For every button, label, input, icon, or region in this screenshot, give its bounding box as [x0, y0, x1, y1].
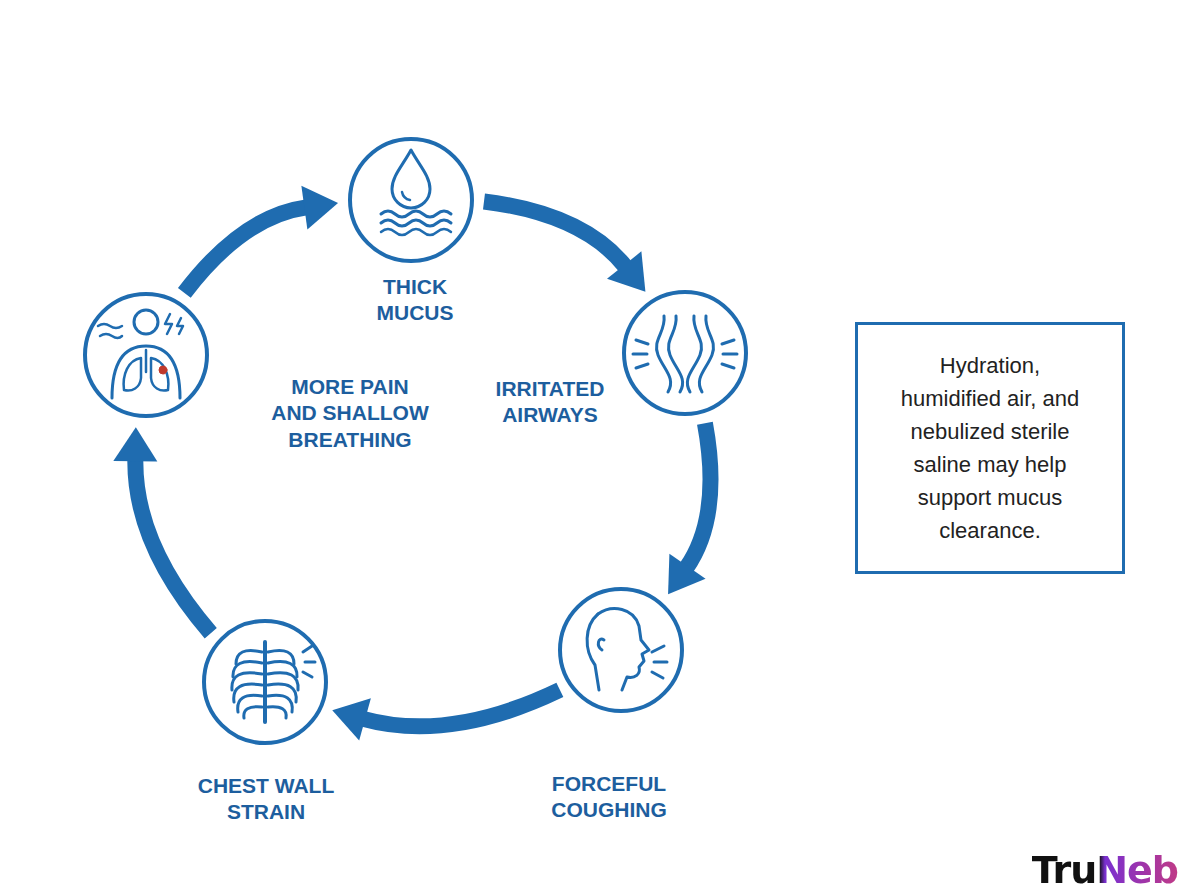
cycle-circle: CHEST WALL STRAIN [202, 619, 328, 745]
arrow-head [668, 554, 705, 594]
cycle-circle: IRRITATED AIRWAYS [622, 290, 748, 416]
cycle-arrow [184, 186, 338, 293]
cycle-arrow [668, 423, 710, 594]
cycle-arrow [484, 202, 645, 292]
arrow-head [113, 427, 157, 461]
arrow-shaft [484, 202, 625, 267]
arrow-head [607, 251, 645, 291]
cycle-circle: THICK MUCUS [348, 137, 474, 263]
cycle-circle: FORCEFUL COUGHING [558, 587, 684, 713]
water-drop-icon [381, 150, 451, 235]
airway-icon [633, 316, 737, 392]
stage-label: IRRITATED AIRWAYS [475, 376, 625, 429]
stage-label: FORCEFUL COUGHING [529, 771, 689, 824]
stage-label: THICK MUCUS [360, 274, 470, 327]
ribcage-icon [232, 642, 315, 722]
person-lungs-icon [98, 310, 183, 398]
brand-logo: TruNeb [1032, 848, 1178, 892]
note-text: Hydration, humidified air, and nebulized… [892, 349, 1088, 547]
arrow-head [301, 186, 338, 230]
arrow-shaft [184, 207, 306, 293]
arrow-head [332, 698, 371, 740]
arrow-shaft [686, 423, 710, 568]
stage-label: MORE PAIN AND SHALLOW BREATHING [268, 374, 433, 453]
cycle-arrow [113, 427, 210, 633]
cough-face-icon [587, 609, 667, 690]
arrow-shaft [135, 459, 210, 633]
arrow-shaft [363, 690, 560, 726]
stage-label: CHEST WALL STRAIN [181, 773, 351, 826]
note-box: Hydration, humidified air, and nebulized… [855, 322, 1125, 574]
cycle-circle: MORE PAIN AND SHALLOW BREATHING [83, 292, 209, 418]
cycle-arrow [332, 690, 560, 741]
